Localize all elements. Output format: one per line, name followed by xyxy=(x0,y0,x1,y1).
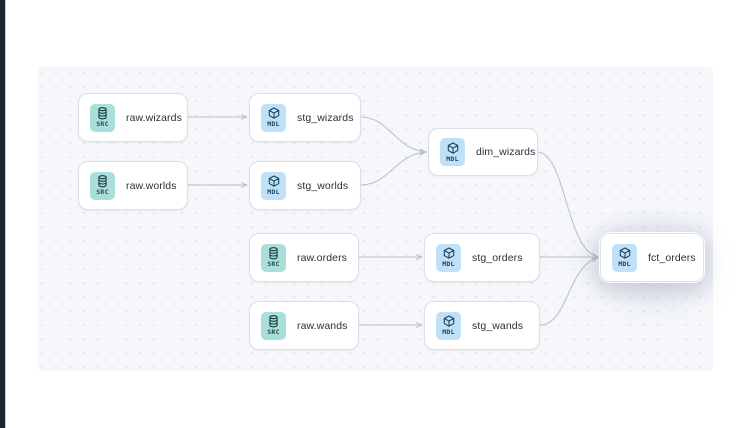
database-icon-badge: SRC xyxy=(261,243,286,272)
cube-icon xyxy=(447,141,459,155)
lineage-node-stg-orders[interactable]: MDL stg_orders xyxy=(424,233,540,282)
node-label: dim_wizards xyxy=(476,146,536,158)
lineage-node-stg-worlds[interactable]: MDL stg_worlds xyxy=(249,161,361,210)
lineage-node-stg-wizards[interactable]: MDL stg_wizards xyxy=(249,93,361,142)
database-icon-badge: SRC xyxy=(90,171,115,200)
cube-icon-badge: MDL xyxy=(436,243,461,272)
node-label: raw.wands xyxy=(297,319,348,332)
lineage-node-stg-wands[interactable]: MDL stg_wands xyxy=(424,301,540,350)
node-type-tag: SRC xyxy=(267,260,280,268)
lineage-node-raw-worlds[interactable]: SRC raw.worlds xyxy=(78,161,188,210)
node-type-tag: MDL xyxy=(446,154,459,163)
cube-icon-badge: MDL xyxy=(436,311,461,340)
lineage-node-dim-wizards[interactable]: MDL dim_wizards xyxy=(428,128,538,176)
node-label: raw.wizards xyxy=(126,111,182,124)
database-icon-badge: SRC xyxy=(261,311,286,340)
lineage-node-raw-wands[interactable]: SRC raw.wands xyxy=(249,301,359,350)
node-type-tag: MDL xyxy=(442,328,455,336)
cube-icon xyxy=(268,107,280,120)
node-label: stg_wizards xyxy=(297,111,354,124)
cube-icon-badge: MDL xyxy=(440,138,465,166)
node-type-tag: SRC xyxy=(96,188,109,196)
node-label: raw.orders xyxy=(297,251,348,264)
database-icon xyxy=(268,247,279,260)
node-label: fct_orders xyxy=(648,251,696,264)
lineage-node-fct-orders[interactable]: MDL fct_orders xyxy=(600,233,704,282)
lineage-node-raw-wizards[interactable]: SRC raw.wizards xyxy=(78,93,188,142)
node-label: raw.worlds xyxy=(126,179,177,192)
cube-icon xyxy=(268,175,280,188)
database-icon xyxy=(97,107,108,120)
node-type-tag: MDL xyxy=(267,120,280,128)
node-label: stg_worlds xyxy=(297,179,349,192)
node-type-tag: MDL xyxy=(267,188,280,196)
database-icon-badge: SRC xyxy=(90,103,115,132)
database-icon xyxy=(97,175,108,188)
node-label: stg_wands xyxy=(472,319,524,332)
node-type-tag: MDL xyxy=(442,260,455,268)
cube-icon xyxy=(443,315,455,328)
database-icon xyxy=(268,315,279,328)
app-sidebar-divider xyxy=(5,0,6,428)
cube-icon-badge: MDL xyxy=(261,103,286,132)
cube-icon-badge: MDL xyxy=(261,171,286,200)
lineage-node-raw-orders[interactable]: SRC raw.orders xyxy=(249,233,359,282)
node-label: stg_orders xyxy=(472,251,523,264)
node-type-tag: SRC xyxy=(96,120,109,128)
node-type-tag: SRC xyxy=(267,328,280,336)
app-sidebar-rail xyxy=(0,0,5,428)
cube-icon xyxy=(443,247,455,260)
node-type-tag: MDL xyxy=(618,260,631,268)
cube-icon xyxy=(619,247,631,260)
cube-icon-badge: MDL xyxy=(612,243,637,272)
